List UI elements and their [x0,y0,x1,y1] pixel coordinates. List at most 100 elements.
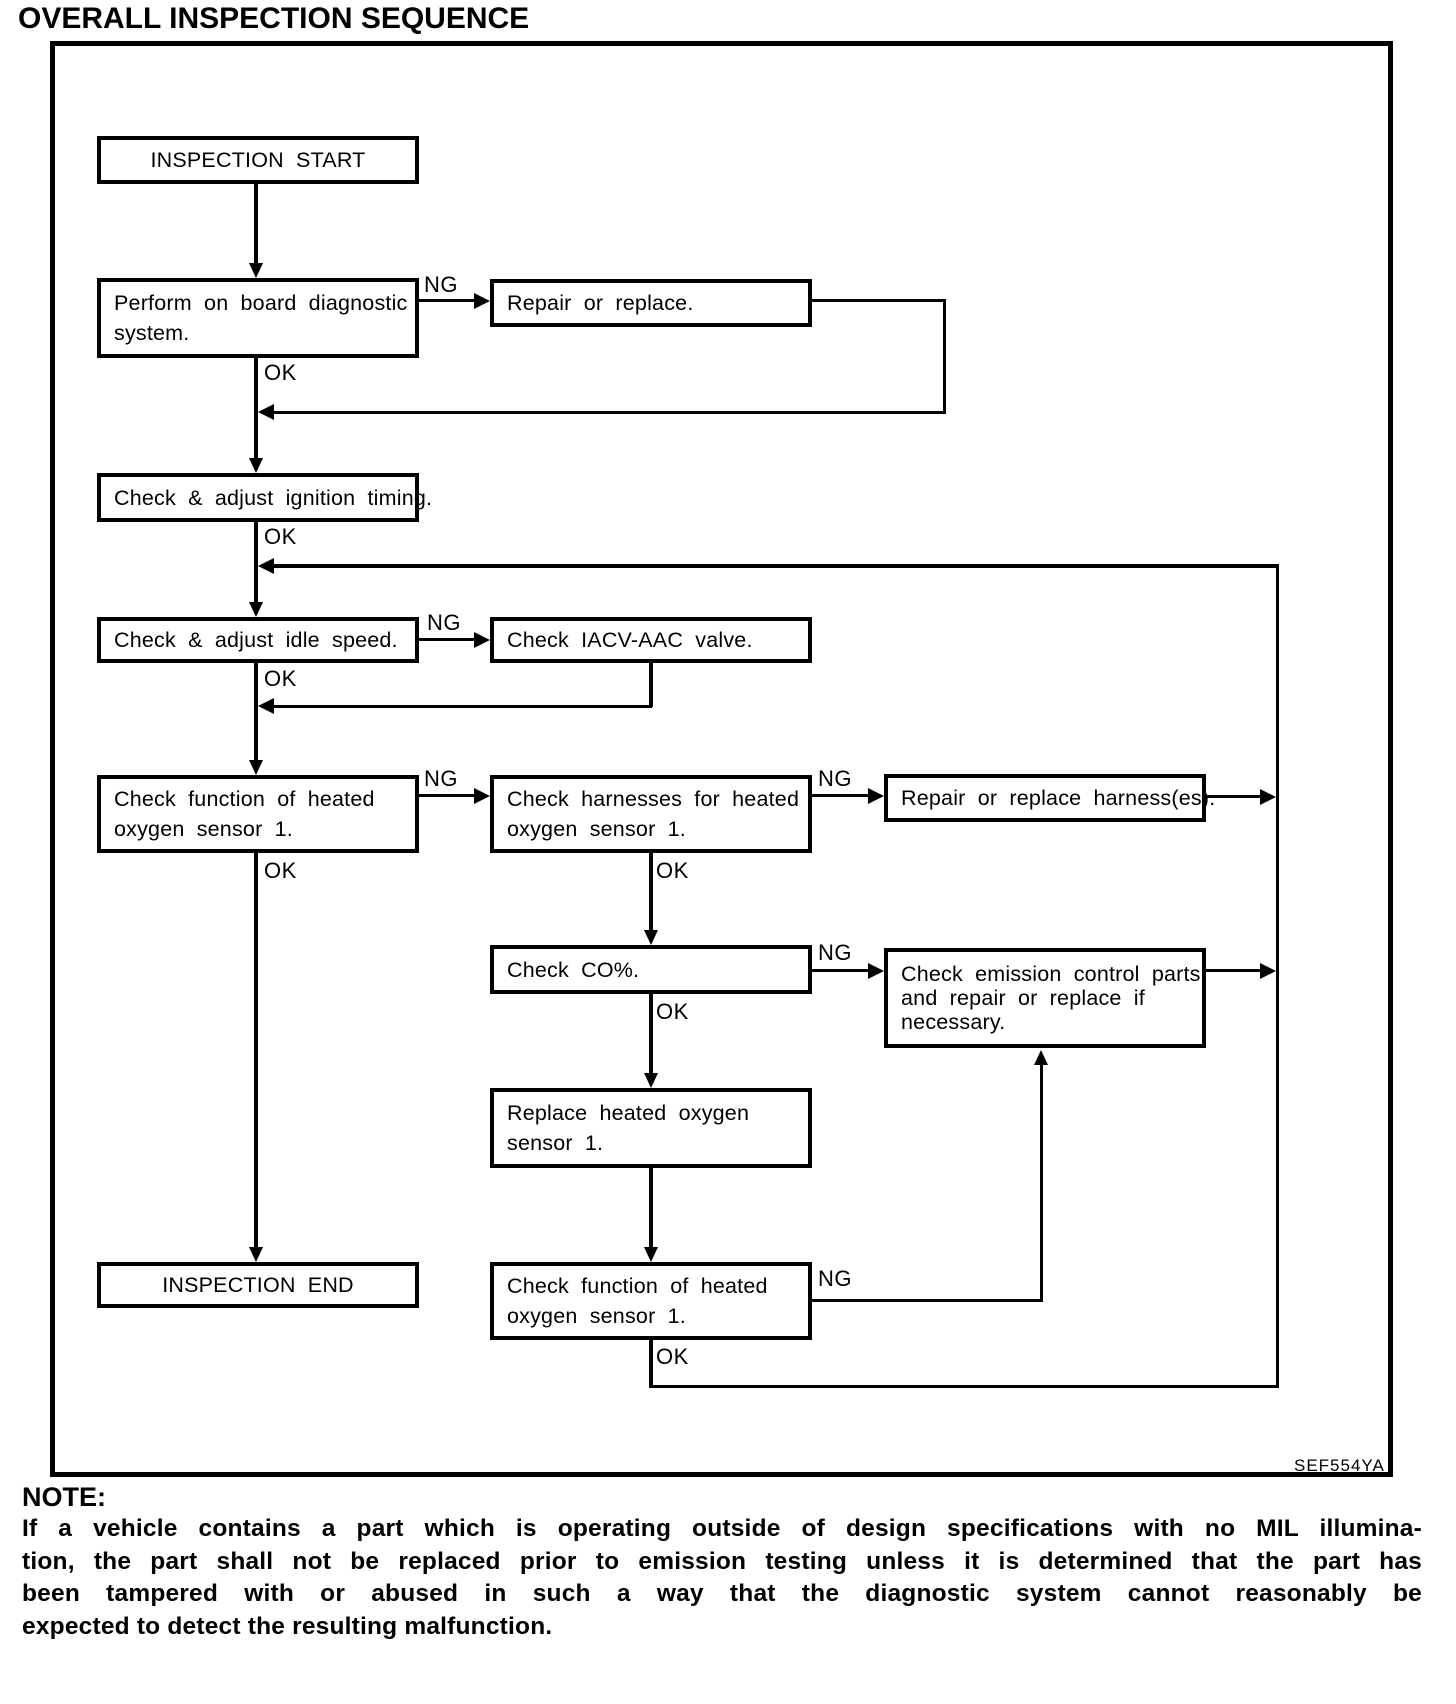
arrow-right-icon [1260,789,1276,805]
exit-line-emission [1206,969,1262,972]
node-inspection-start: INSPECTION START [97,136,419,184]
node-check-function-2: Check function of heated oxygen sensor 1… [490,1262,812,1340]
arrow-right-icon [474,788,490,804]
node-label: sensor 1. [507,1131,604,1155]
arrow-right-icon [868,963,884,979]
return-line-iacv-v [649,663,653,707]
note-paragraph: If a vehicle contains a part which is op… [22,1513,1422,1643]
arrow-left-icon [258,404,274,420]
arrow-right-icon [474,632,490,648]
arrow-down-icon [249,602,263,617]
note-heading: NOTE: [22,1482,106,1512]
ok-label: OK [656,858,689,883]
ng-label: NG [424,272,458,297]
ok-label: OK [264,524,297,549]
node-label: Check function of heated [507,1274,768,1298]
node-perform-obd: Perform on board diagnostic system. [97,278,419,358]
node-replace-sensor: Replace heated oxygen sensor 1. [490,1088,812,1168]
node-label: oxygen sensor 1. [507,1304,686,1328]
arrow-right-icon [1260,963,1276,979]
exit-line-rharness [1206,795,1262,798]
node-label: INSPECTION START [150,148,366,172]
flow-line-idle-to-fn1 [254,663,258,760]
node-label: Check function of heated [114,787,375,811]
flow-line-harness-to-co [649,853,653,932]
ng-line-idle [419,638,476,641]
node-check-function-1: Check function of heated oxygen sensor 1… [97,775,419,853]
node-label: Check & adjust idle speed. [114,628,398,652]
node-ignition-timing: Check & adjust ignition timing. [97,473,433,522]
arrow-down-icon [249,263,263,278]
ng-line-fn1 [419,794,476,797]
node-label: necessary. [901,1010,1006,1034]
node-repair-or-replace: Repair or replace. [490,279,812,327]
flow-line-obd-to-ignition [254,358,258,460]
node-repair-harness: Repair or replace harness(es). [884,774,1216,822]
flow-line-start-to-obd [254,184,258,265]
ng-label: NG [818,940,852,965]
ok-label: OK [264,666,297,691]
node-iacv-valve: Check IACV-AAC valve. [490,617,812,663]
note-line: If a vehicle contains a part which is op… [22,1515,1422,1542]
node-label: Check emission control parts [901,962,1201,986]
arrow-right-icon [474,293,490,309]
figure-code: SEF554YA [1294,1456,1385,1475]
node-emission-parts: Check emission control parts and repair … [884,948,1206,1048]
ok-label: OK [264,360,297,385]
arrow-down-icon [249,760,263,775]
node-label: and repair or replace if [901,986,1145,1010]
node-label: Replace heated oxygen [507,1101,750,1125]
feedback-line-right [1276,564,1279,1388]
arrow-down-icon [249,1247,263,1262]
node-label: Check IACV-AAC valve. [507,628,753,652]
node-label: Repair or replace harness(es). [901,786,1216,810]
ok-label: OK [264,858,297,883]
node-label: Check harnesses for heated [507,787,800,811]
node-label: Perform on board diagnostic [114,291,408,315]
node-label: Repair or replace. [507,291,694,315]
return-line-repair-v [943,299,946,414]
ng-line-obd [419,299,476,302]
arrow-down-icon [249,458,263,473]
node-label: oxygen sensor 1. [114,817,293,841]
page-title: OVERALL INSPECTION SEQUENCE [18,2,530,35]
flow-line-co-to-replace [649,994,653,1075]
arrow-up-icon [1034,1050,1048,1065]
arrow-left-icon [258,698,274,714]
node-label: system. [114,321,190,345]
node-check-harnesses: Check harnesses for heated oxygen sensor… [490,775,812,853]
node-label: Check CO%. [507,957,640,982]
arrow-down-icon [644,1247,658,1262]
arrow-down-icon [644,1073,658,1088]
flow-line-replace-to-fn2 [649,1168,653,1249]
ng-line-fn2-h [812,1299,1043,1302]
ng-label: NG [818,1266,852,1291]
flow-line-fn1-to-end [254,853,258,1249]
ok-line-fn2-h [649,1385,1279,1388]
node-label: INSPECTION END [162,1273,354,1297]
return-line-repair-b [262,411,946,414]
ok-line-fn2-v [649,1340,653,1388]
ng-label: NG [818,766,852,791]
ng-line-harness [812,794,870,797]
node-label: oxygen sensor 1. [507,817,686,841]
arrow-down-icon [644,930,658,945]
arrow-left-icon [258,558,274,574]
node-label: Check & adjust ignition timing. [114,485,433,510]
node-inspection-end: INSPECTION END [97,1262,419,1308]
node-check-co: Check CO%. [490,945,812,994]
ng-label: NG [427,610,461,635]
note-line: tion, the part shall not be replaced pri… [22,1547,1422,1575]
ok-label: OK [656,1344,689,1369]
ng-line-co [812,969,870,972]
return-line-repair-h [812,299,946,302]
flow-line-ignition-to-idle [254,522,258,604]
ng-label: NG [424,766,458,791]
arrow-right-icon [868,788,884,804]
return-line-iacv-h [262,705,652,708]
note-line: been tampered with or abused in such a w… [22,1580,1422,1607]
ng-line-fn2-v [1040,1064,1043,1302]
node-idle-speed: Check & adjust idle speed. [97,617,419,663]
note-line: expected to detect the resulting malfunc… [22,1612,553,1640]
